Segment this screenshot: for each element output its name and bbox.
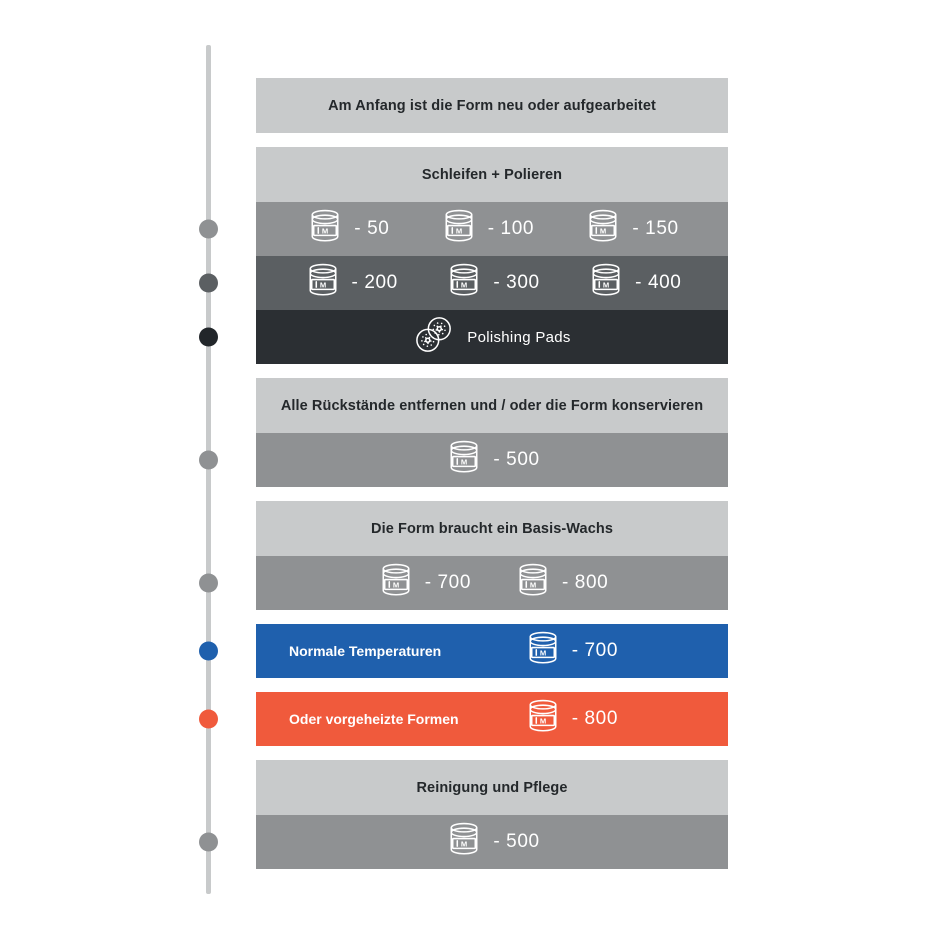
paint-can-icon: M — [439, 207, 479, 252]
paint-can-icon: M — [444, 438, 484, 483]
row-50-100-150[interactable]: M - 50 M - 100 M - 150 — [256, 202, 728, 256]
paint-can-icon: M — [513, 561, 553, 606]
group-header-title: Schleifen + Polieren — [421, 166, 563, 183]
timeline-dot-0 — [199, 219, 218, 239]
material-item[interactable]: M - 800 — [513, 561, 608, 606]
group-header-title: Am Anfang ist die Form neu oder aufgearb… — [328, 97, 656, 114]
svg-text:M: M — [461, 839, 467, 848]
group-header: Alle Rückstände entfernen und / oder die… — [256, 378, 728, 433]
svg-text:M: M — [603, 280, 609, 289]
row-500-a[interactable]: M - 500 — [256, 433, 728, 487]
pads-row: Polishing Pads — [256, 310, 728, 364]
group-header-title: Die Form braucht ein Basis-Wachs — [371, 520, 613, 537]
row-polishing-pads[interactable]: Polishing Pads — [256, 310, 728, 364]
paint-can-icon: M — [444, 820, 484, 865]
group-header: Reinigung und Pflege — [256, 760, 728, 815]
group-header: Am Anfang ist die Form neu oder aufgearb… — [256, 78, 728, 133]
material-item-label: - 500 — [493, 449, 540, 470]
callout-material-item[interactable]: M - 700 — [523, 629, 618, 674]
material-item-label: - 800 — [562, 572, 609, 593]
paint-can-icon: M — [303, 261, 343, 306]
material-item[interactable]: M - 150 — [583, 207, 678, 252]
callout-material-label: - 800 — [571, 708, 618, 729]
process-group-list: Am Anfang ist die Form neu oder aufgearb… — [256, 78, 728, 869]
material-item[interactable]: M - 100 — [439, 207, 534, 252]
callout-label: Normale Temperaturen — [289, 643, 442, 659]
group-header-title: Reinigung und Pflege — [416, 779, 568, 796]
svg-text:M: M — [393, 580, 399, 589]
timeline-dot-5 — [199, 641, 218, 661]
material-item[interactable]: M - 50 — [305, 207, 389, 252]
group-start: Am Anfang ist die Form neu oder aufgearb… — [256, 78, 728, 133]
callout-label: Oder vorgeheizte Formen — [289, 711, 459, 727]
callout-vorgeheizte-formen[interactable]: Oder vorgeheizte Formen M - 800 — [256, 692, 728, 746]
row-700-800[interactable]: M - 700 M - 800 — [256, 556, 728, 610]
row-200-300-400[interactable]: M - 200 M - 300 M - 400 — [256, 256, 728, 310]
svg-text:M: M — [600, 226, 606, 235]
material-item-row: M - 200 M - 300 M - 400 — [256, 256, 728, 310]
material-item-label: - 100 — [487, 218, 535, 239]
group-header: Die Form braucht ein Basis-Wachs — [256, 501, 728, 556]
callout-material-item[interactable]: M - 800 — [523, 697, 618, 742]
material-item-row: M - 50 M - 100 M - 150 — [256, 202, 728, 256]
group-header-title: Alle Rückstände entfernen und / oder die… — [280, 397, 704, 414]
timeline-dot-3 — [199, 450, 218, 470]
timeline-dot-7 — [199, 832, 218, 852]
material-item-label: - 500 — [493, 831, 540, 852]
material-item-label: - 200 — [351, 272, 398, 293]
material-item[interactable]: M - 500 — [444, 438, 539, 483]
svg-text:M: M — [461, 457, 467, 466]
callout-vorgeheizte-formen-wrapper: Oder vorgeheizte Formen M - 800 — [256, 692, 728, 746]
svg-text:M: M — [322, 226, 328, 235]
material-item-row: M - 700 M - 800 — [256, 556, 728, 610]
polishing-pads-icon — [413, 314, 455, 361]
svg-text:M: M — [540, 716, 546, 725]
timeline-dot-6 — [199, 709, 218, 729]
svg-text:M: M — [319, 280, 325, 289]
material-item[interactable]: M - 400 — [586, 261, 681, 306]
timeline-dot-4 — [199, 573, 218, 593]
polishing-pads-label: Polishing Pads — [467, 328, 571, 346]
paint-can-icon: M — [305, 207, 345, 252]
paint-can-icon: M — [523, 629, 563, 674]
group-rueckstaende: Alle Rückstände entfernen und / oder die… — [256, 378, 728, 487]
material-item-label: - 50 — [354, 218, 390, 239]
material-item[interactable]: M - 700 — [376, 561, 471, 606]
svg-text:M: M — [456, 226, 462, 235]
group-header: Schleifen + Polieren — [256, 147, 728, 202]
callout-normale-temperaturen-wrapper: Normale Temperaturen M - 700 — [256, 624, 728, 678]
material-item[interactable]: M - 200 — [303, 261, 398, 306]
svg-text:M: M — [461, 280, 467, 289]
timeline-dot-1 — [199, 273, 218, 293]
paint-can-icon: M — [586, 261, 626, 306]
paint-can-icon: M — [523, 697, 563, 742]
row-500-b[interactable]: M - 500 — [256, 815, 728, 869]
paint-can-icon: M — [376, 561, 416, 606]
material-item-row: M - 500 — [256, 433, 728, 487]
paint-can-icon: M — [444, 261, 484, 306]
timeline-dot-2 — [199, 327, 218, 347]
material-item[interactable]: M - 500 — [444, 820, 539, 865]
material-item-label: - 700 — [424, 572, 471, 593]
svg-text:M: M — [530, 580, 536, 589]
material-item-label: - 300 — [493, 272, 540, 293]
svg-text:M: M — [540, 648, 546, 657]
material-item-label: - 150 — [632, 218, 679, 239]
material-item-row: M - 500 — [256, 815, 728, 869]
material-item[interactable]: M - 300 — [444, 261, 539, 306]
material-item-label: - 400 — [635, 272, 682, 293]
timeline-axis — [206, 45, 211, 894]
callout-material-label: - 700 — [571, 640, 618, 661]
callout-normale-temperaturen[interactable]: Normale Temperaturen M - 700 — [256, 624, 728, 678]
paint-can-icon: M — [583, 207, 623, 252]
